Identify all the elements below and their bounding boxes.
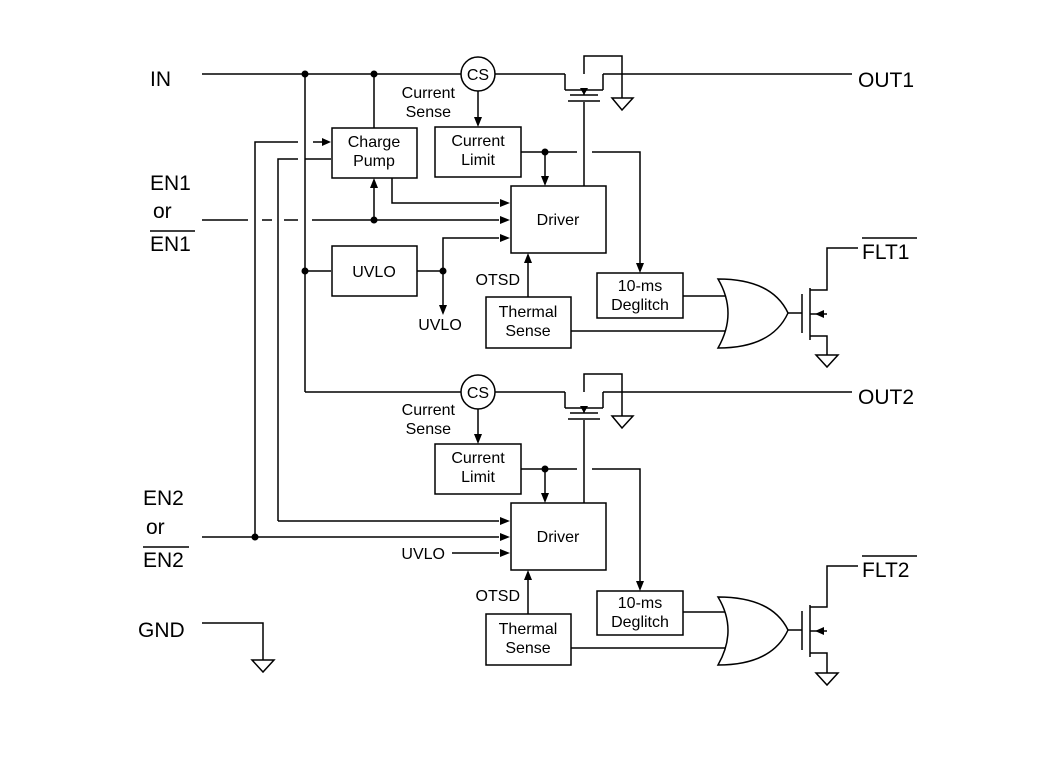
pin-gnd-label: GND	[138, 619, 185, 642]
en1-to-driver2	[277, 158, 298, 521]
arrow-cl1-driver1	[541, 176, 549, 186]
otsd-2-label: OTSD	[476, 588, 520, 605]
fault-fet-1-icon	[801, 247, 858, 369]
driver-1-label: Driver	[537, 212, 580, 229]
power-fet-2-icon	[564, 373, 635, 430]
thermal-sense-2-label-2: Sense	[505, 640, 550, 657]
gnd-pin-ground-icon	[250, 659, 276, 674]
cl2-to-deglitch2	[592, 468, 641, 582]
gnd-wire	[202, 622, 264, 660]
deglitch-1-block: 10-ms Deglitch	[596, 272, 684, 319]
current-sense-2-label-2: Sense	[406, 421, 451, 438]
current-limit-1-label-2: Limit	[461, 152, 495, 169]
deglitch-2-label-2: Deglitch	[611, 614, 669, 631]
arrow-cs2-cl2	[474, 434, 482, 444]
current-sense-2-circle: CS	[460, 374, 496, 410]
uvlo-input-2-label: UVLO	[401, 546, 445, 563]
deglitch-1-label-1: 10-ms	[618, 278, 662, 295]
driver-2-label: Driver	[537, 529, 580, 546]
junction-en2	[251, 533, 259, 541]
pin-out2-label: OUT2	[858, 386, 914, 409]
arrow-cp-driver1	[500, 199, 510, 207]
junction-en1-cp	[370, 216, 378, 224]
or-gate-2-icon	[716, 596, 789, 666]
current-limit-1-label-1: Current	[451, 133, 505, 150]
thermal-sense-1-label-2: Sense	[505, 323, 550, 340]
pin-en1-bar-label: EN1	[150, 233, 191, 256]
arrow-cs1-cl1	[474, 117, 482, 127]
thermal-sense-2-label-1: Thermal	[499, 621, 558, 638]
junction-cl2	[541, 465, 549, 473]
cs-2-label: CS	[467, 385, 489, 402]
current-sense-1-label-2: Sense	[406, 104, 451, 121]
arrow-en1-driver1	[500, 216, 510, 224]
pin-en2-label: EN2	[143, 487, 184, 510]
en2-to-cp	[254, 141, 298, 537]
pin-en1-or-label: or	[153, 200, 172, 223]
cp-to-driver	[391, 178, 499, 204]
deglitch-1-label-2: Deglitch	[611, 297, 669, 314]
pin-en2-or-label: or	[146, 516, 165, 539]
arrow-to-cp-a	[322, 138, 331, 146]
cl1-to-deglitch1	[592, 151, 641, 264]
pin-in-label: IN	[150, 68, 171, 91]
arrow-ts2-driver2	[524, 570, 532, 580]
arrow-uvlo-driver1	[500, 234, 510, 242]
current-limit-2-block: Current Limit	[434, 443, 522, 495]
pin-out1-label: OUT1	[858, 69, 914, 92]
uvlo-block-label: UVLO	[352, 264, 396, 281]
otsd-1-label: OTSD	[476, 272, 520, 289]
thermal-sense-1-block: Thermal Sense	[485, 296, 572, 349]
current-limit-1-block: Current Limit	[434, 126, 522, 178]
uvlo-to-driver1	[442, 237, 499, 271]
arrow-to-deglitch2	[636, 581, 644, 591]
or-gate-1-icon	[716, 278, 789, 349]
deglitch-2-label-1: 10-ms	[618, 595, 662, 612]
junction-in-trunk	[301, 70, 309, 78]
deglitch-2-block: 10-ms Deglitch	[596, 590, 684, 636]
charge-pump-block: Charge Pump	[331, 127, 418, 179]
junction-cl1	[541, 148, 549, 156]
arrow-uvlo-down	[439, 305, 447, 315]
thermal-sense-1-label-1: Thermal	[499, 304, 558, 321]
driver-1-block: Driver	[510, 185, 607, 254]
arrow-en1-cp-up	[370, 178, 378, 188]
arrow-ts1-driver1	[524, 253, 532, 263]
uvlo-block: UVLO	[331, 245, 418, 297]
current-limit-2-label-1: Current	[451, 450, 505, 467]
arrow-uvlo-driver2	[500, 549, 510, 557]
uvlo-output-label: UVLO	[418, 317, 462, 334]
pin-en2-bar-label: EN2	[143, 549, 184, 572]
current-sense-2-label-1: Current	[402, 402, 456, 419]
arrow-en2-driver2	[500, 533, 510, 541]
cs-1-label: CS	[467, 67, 489, 84]
charge-pump-label-1: Charge	[348, 134, 401, 151]
fault-fet-2-icon	[801, 565, 858, 687]
pin-flt2-label: FLT2	[862, 559, 909, 582]
charge-pump-label-2: Pump	[353, 153, 395, 170]
thermal-sense-2-block: Thermal Sense	[485, 613, 572, 666]
current-limit-2-label-2: Limit	[461, 469, 495, 486]
arrow-en1-driver2	[500, 517, 510, 525]
junction-uvlo-out	[439, 267, 447, 275]
arrow-to-deglitch1	[636, 263, 644, 273]
power-fet-1-icon	[564, 55, 635, 112]
pin-flt1-label: FLT1	[862, 241, 909, 264]
current-sense-1-circle: CS	[460, 56, 496, 92]
arrow-cl2-driver2	[541, 493, 549, 503]
driver-2-block: Driver	[510, 502, 607, 571]
current-sense-1-label-1: Current	[402, 85, 456, 102]
pin-en1-label: EN1	[150, 172, 191, 195]
junction-trunk-uvlo	[301, 267, 309, 275]
junction-in-cp	[370, 70, 378, 78]
